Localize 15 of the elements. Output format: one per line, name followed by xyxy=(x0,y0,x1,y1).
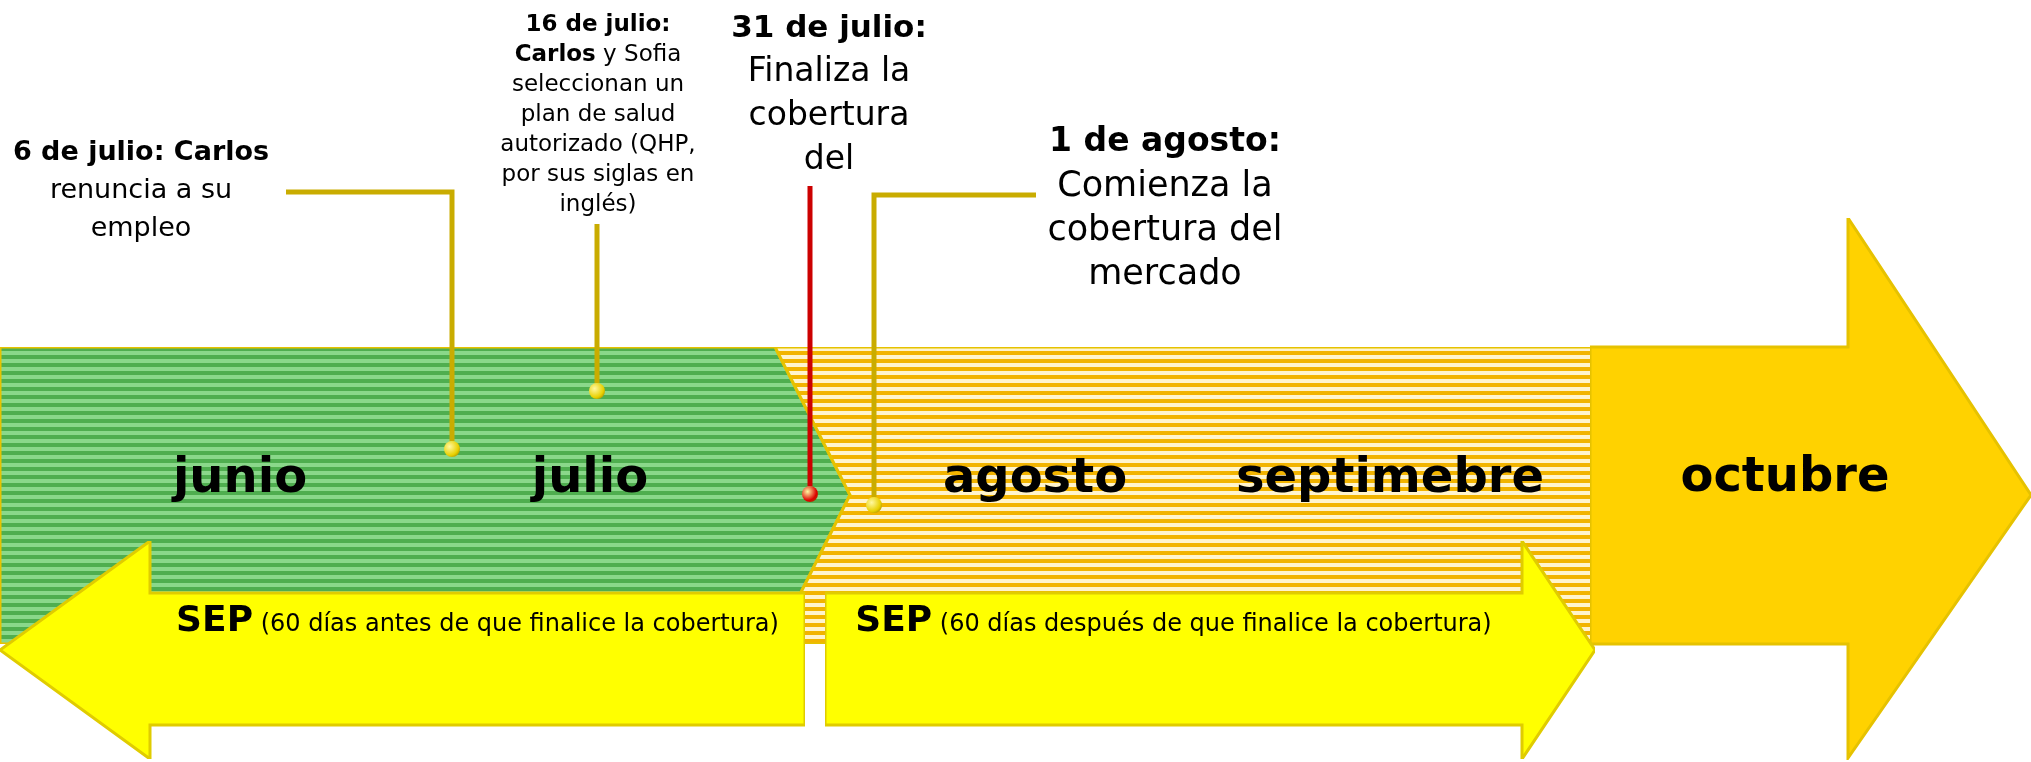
callout-heading: 31 de julio: xyxy=(730,7,928,46)
arrow-label: SEP (60 días antes de que finalice la cobertura) xyxy=(175,601,780,641)
leader-line xyxy=(594,224,600,383)
month-label: julio xyxy=(529,447,650,503)
callout-text: Finaliza la cobertura del xyxy=(746,49,912,179)
leader-line xyxy=(286,189,455,441)
leader-line xyxy=(871,192,1036,497)
month-label: octubre xyxy=(1679,446,1891,502)
callout-text: 16 de julio: Carlos y Sofia seleccionan un plan de salud autorizado (QHP, por sus siglas en inglés) xyxy=(500,9,696,218)
callout-text: 6 de julio: Carlos renuncia a su empleo xyxy=(11,134,271,244)
arrow-label: SEP (60 días después de que finalice la cobertura) xyxy=(854,601,1493,641)
month-label: junio xyxy=(170,447,309,503)
callout-heading: 1 de agosto: xyxy=(1048,119,1282,161)
callout-text: Comienza la cobertura del mercado xyxy=(1046,163,1284,294)
leader-line xyxy=(807,186,813,486)
